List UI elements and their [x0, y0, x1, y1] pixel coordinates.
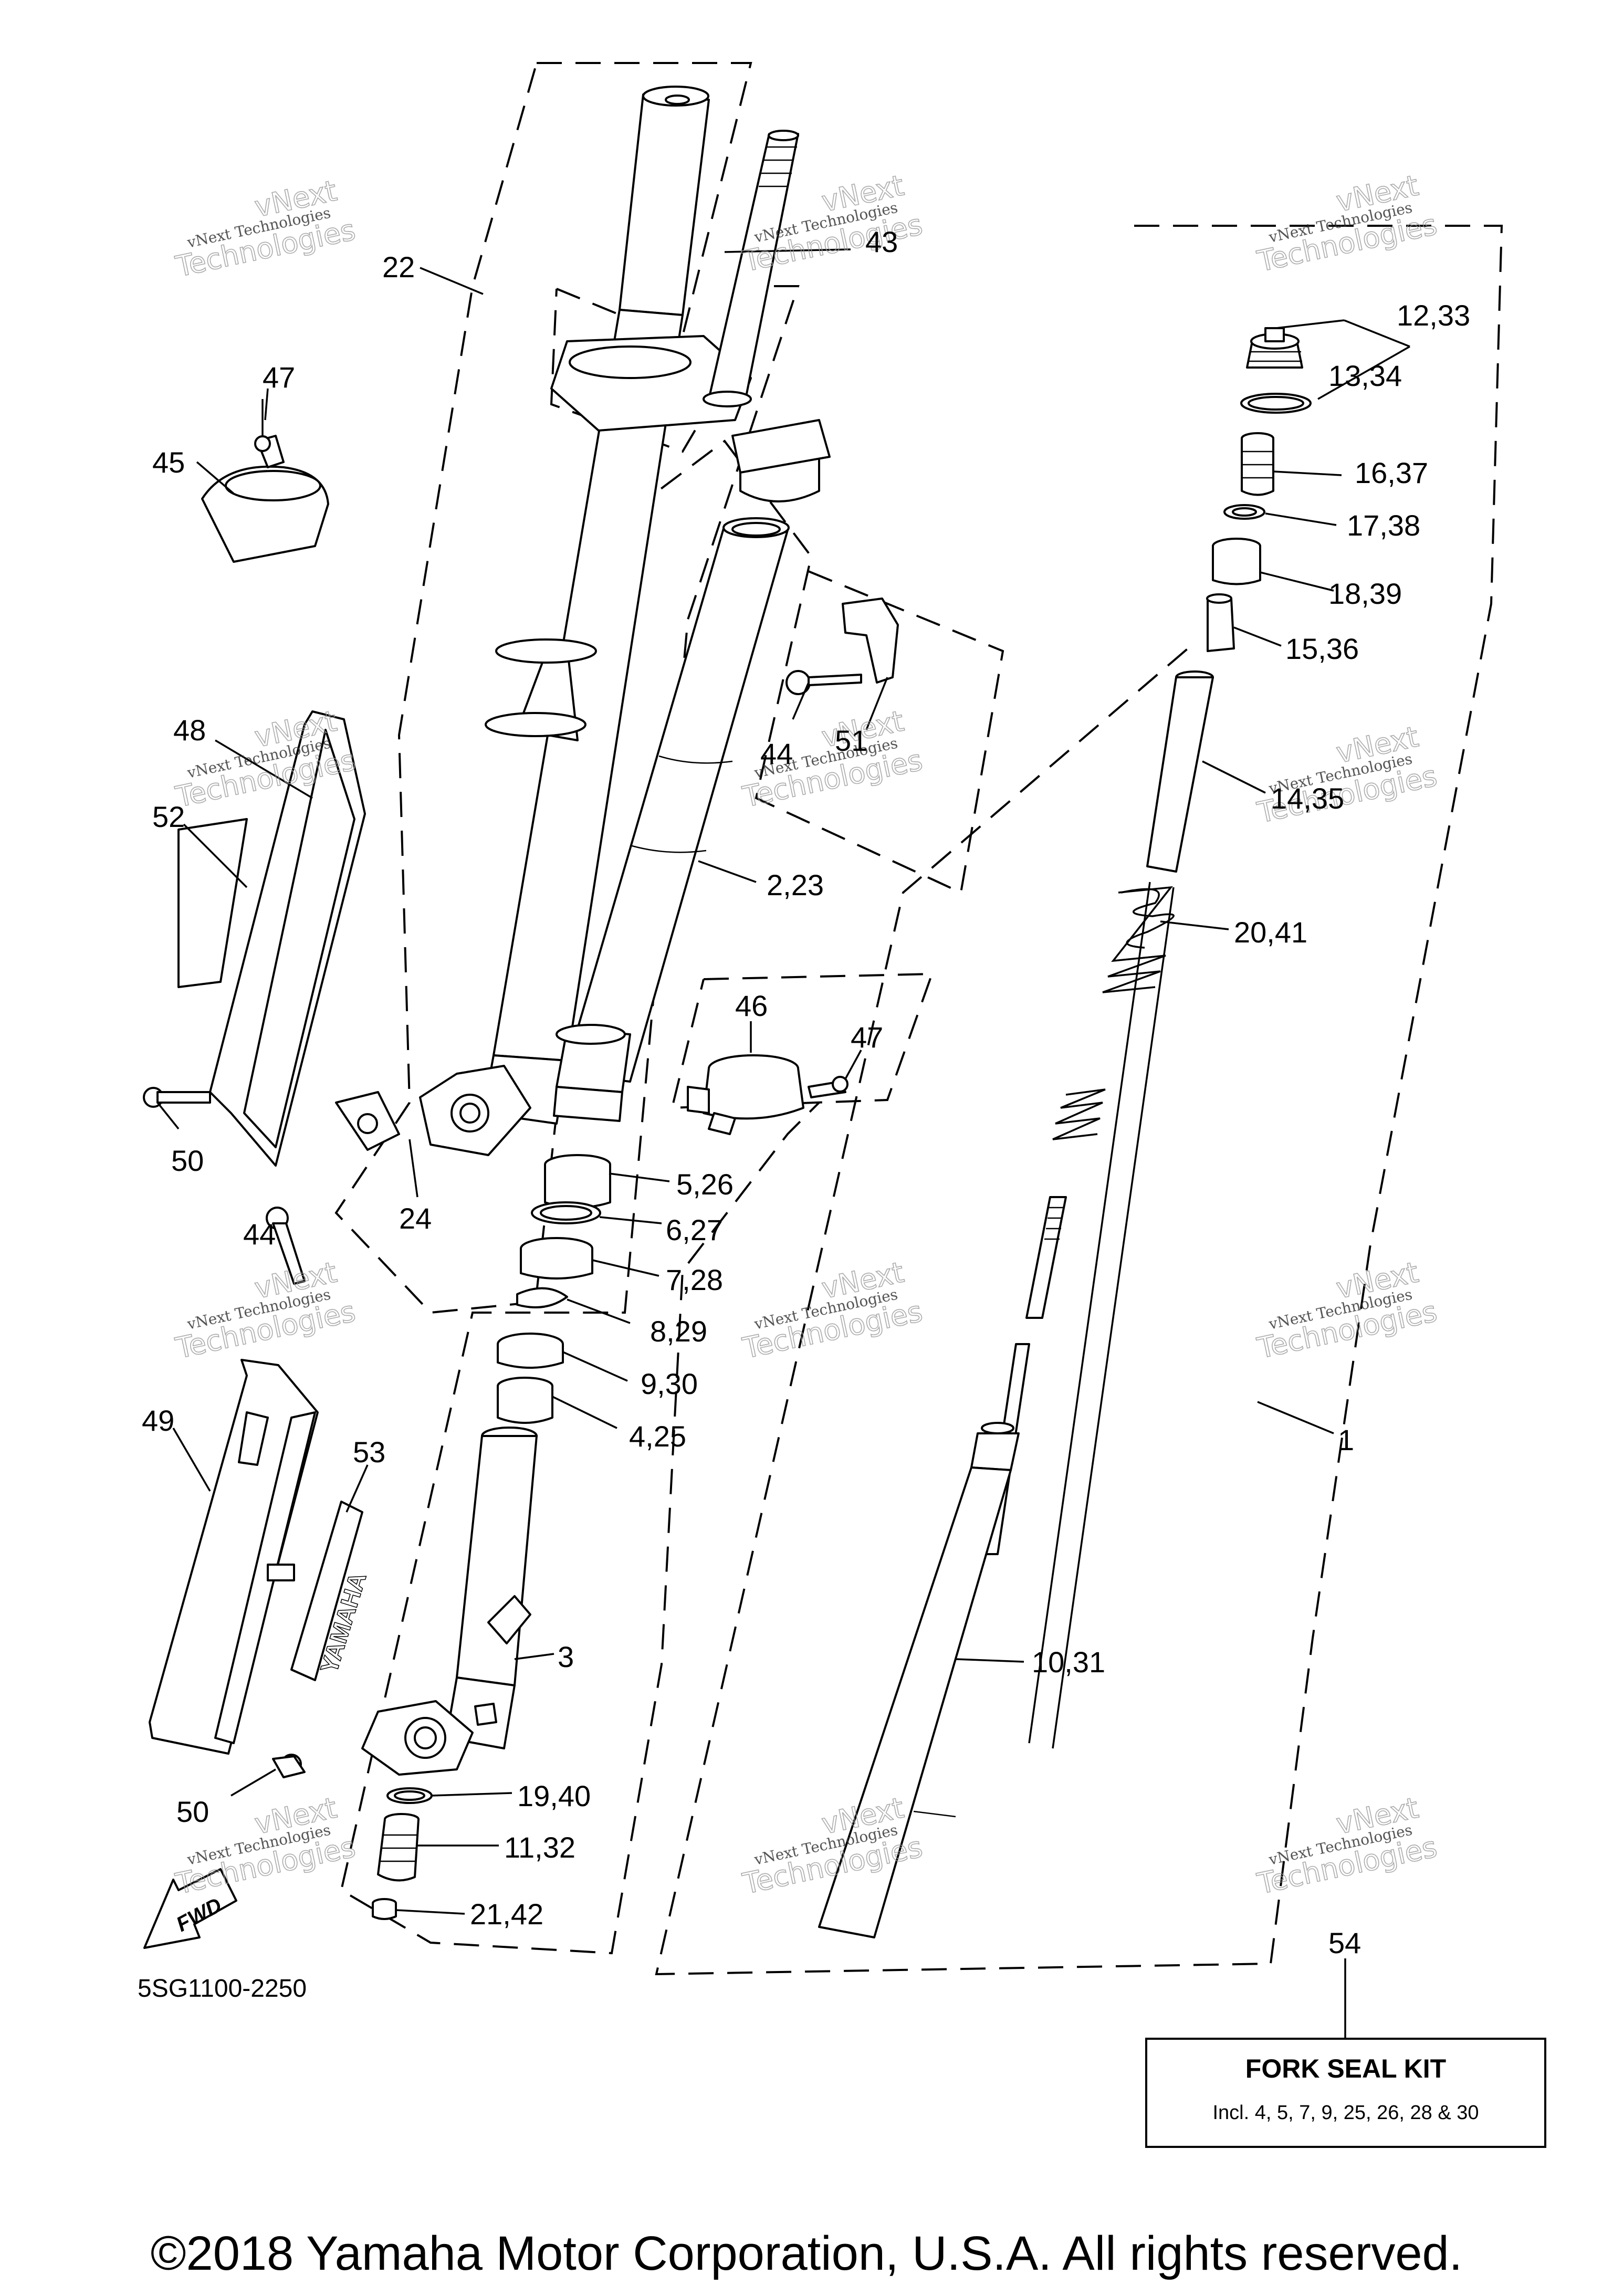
callout-label: 50 [176, 1795, 209, 1828]
fwd-arrow-icon: FWD [143, 1868, 237, 1949]
callout-label: 51 [835, 724, 867, 757]
callout-label: 4,25 [629, 1420, 686, 1453]
callout-label: 49 [142, 1404, 174, 1437]
callout-label: 2,23 [767, 868, 824, 901]
callout-label: 12,33 [1397, 299, 1470, 332]
callout-label: 47 [263, 361, 295, 394]
callout-label: 21,42 [470, 1897, 543, 1931]
callout-label: 6,27 [666, 1213, 723, 1246]
diagram-code: 5SG1100-2250 [138, 1975, 307, 2003]
callout-label: 54 [1328, 1926, 1361, 1959]
kit-title: FORK SEAL KIT [1245, 2054, 1447, 2083]
callout-label: 5,26 [676, 1168, 734, 1201]
callout-label: 20,41 [1234, 916, 1307, 949]
callout-label: 9,30 [641, 1367, 698, 1400]
callout-label: 13,34 [1328, 359, 1402, 392]
callout-label: 7,28 [666, 1263, 723, 1296]
callout-label: 15,36 [1285, 632, 1359, 665]
callout-label: 11,32 [504, 1831, 575, 1864]
callout-label: 16,37 [1355, 456, 1428, 489]
outer-tube-3 [361, 1427, 538, 1776]
callout-label: 24 [399, 1202, 432, 1235]
leader-lines [156, 248, 1410, 2038]
fork-seal-kit-box: FORK SEAL KIT Incl. 4, 5, 7, 9, 25, 26, … [1145, 2038, 1546, 2148]
callout-label: 43 [865, 225, 898, 258]
callout-label: 44 [243, 1218, 276, 1251]
callout-label: 10,31 [1032, 1645, 1105, 1679]
callout-label: 14,35 [1271, 782, 1344, 815]
bracket-51 [785, 597, 899, 695]
callout-labels: 22 43 47 45 48 52 50 44 24 12,33 13,34 1… [142, 225, 1470, 1959]
callout-label: 22 [382, 250, 415, 284]
callout-label: 19,40 [517, 1779, 591, 1812]
callout-label: 52 [152, 800, 185, 833]
steering-stem-43 [703, 130, 799, 407]
copyright-notice: ©2018 Yamaha Motor Corporation, U.S.A. A… [150, 2227, 1463, 2280]
callout-label: 44 [760, 737, 793, 770]
upper-clamp-ring [731, 419, 831, 502]
callout-label: 8,29 [650, 1315, 707, 1348]
seal-stack [497, 1154, 611, 1424]
callout-label: 47 [851, 1021, 883, 1054]
kit-description: Incl. 4, 5, 7, 9, 25, 26, 28 & 30 [1212, 2102, 1479, 2124]
fork-guard-49: YAMAHA [149, 1359, 372, 1778]
callout-label: 17,38 [1347, 509, 1420, 542]
fork-guard-48 [143, 710, 366, 1167]
callout-label: 50 [171, 1144, 204, 1177]
callout-label: 45 [152, 446, 185, 479]
lower-bottom-parts [372, 1787, 433, 1920]
callout-label: 48 [173, 714, 206, 747]
callout-label: 46 [735, 989, 768, 1022]
bolt-44-left [266, 1207, 306, 1285]
outer-tube-22 [335, 86, 752, 1156]
damper-assembly [818, 327, 1312, 1938]
clamp-45 [201, 399, 329, 563]
inner-tube-2-23 [553, 517, 790, 1122]
clamp-46 [687, 1054, 849, 1135]
callout-label: 3 [558, 1640, 574, 1673]
callout-label: 18,39 [1328, 577, 1402, 610]
callout-label: 1 [1338, 1423, 1354, 1456]
callout-label: 53 [353, 1435, 385, 1469]
